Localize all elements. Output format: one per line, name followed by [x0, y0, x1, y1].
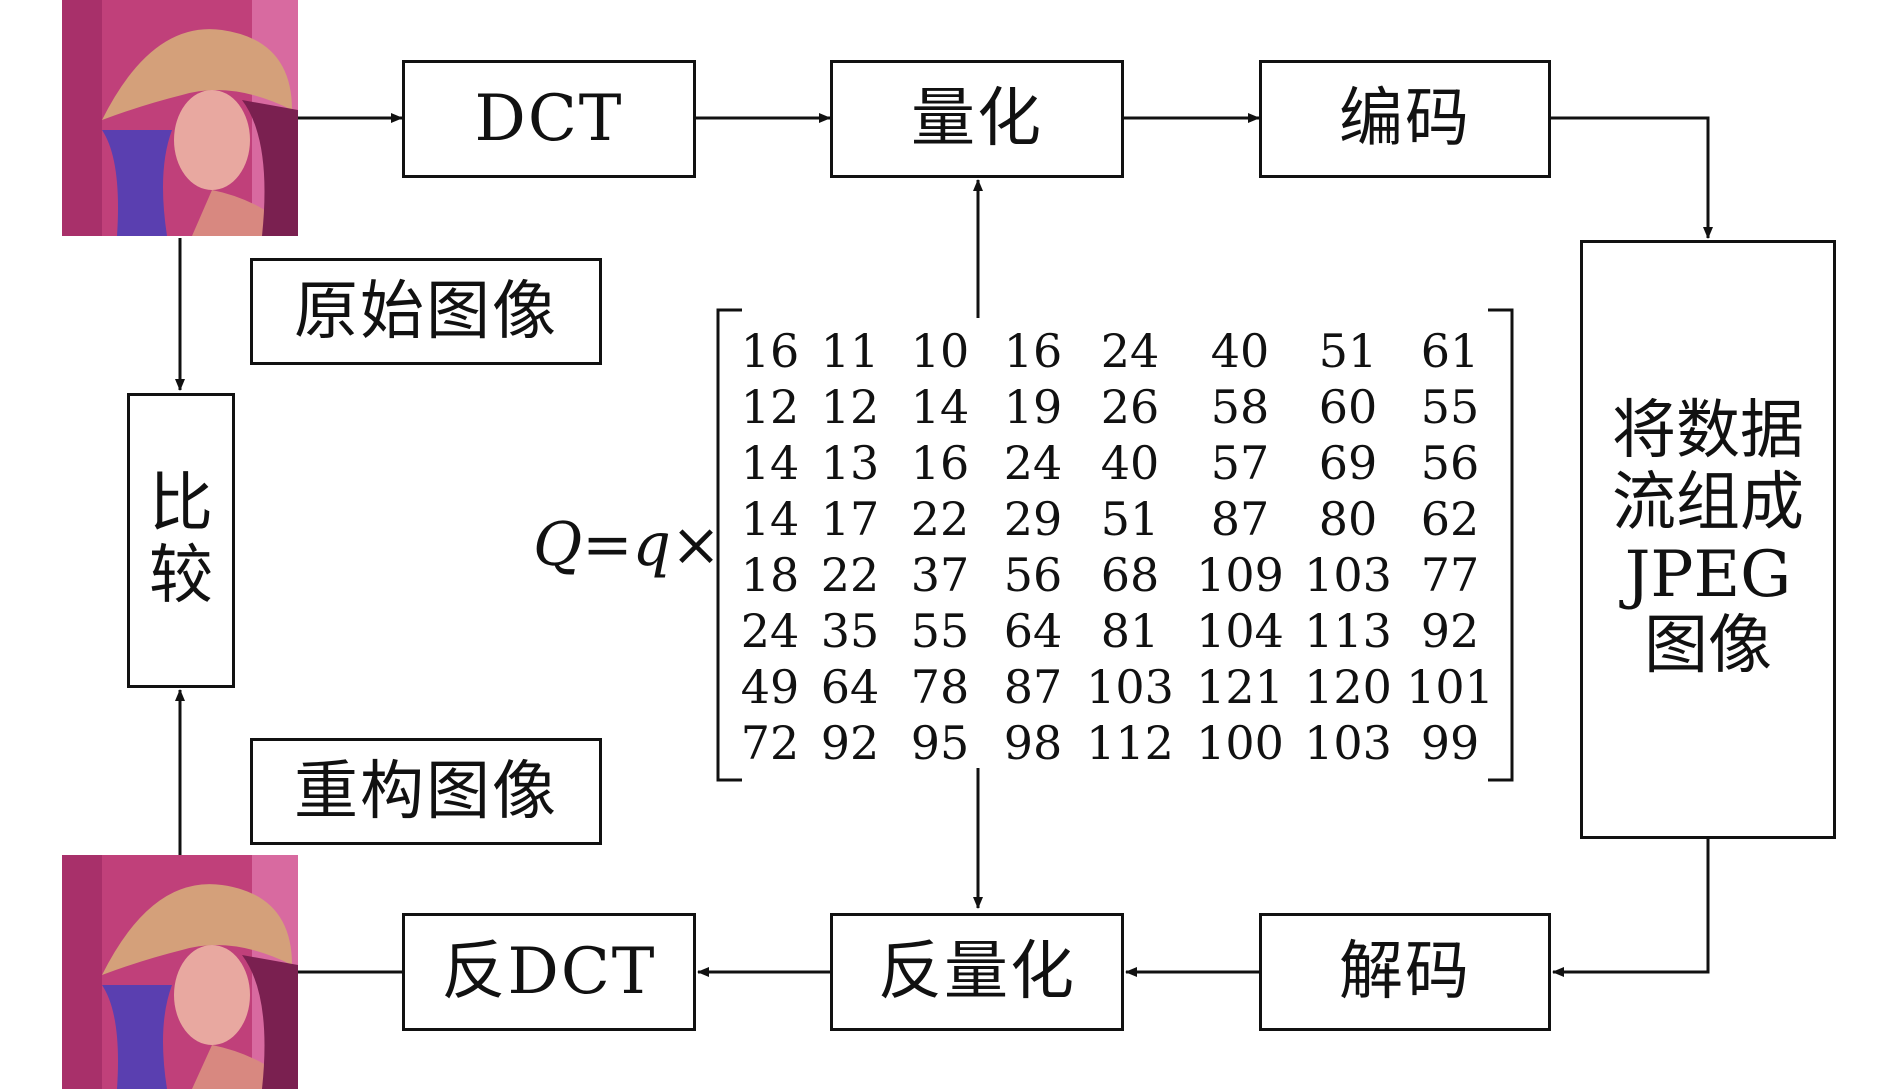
matrix-cell: 24 [1003, 436, 1063, 490]
matrix-cell: 69 [1318, 436, 1378, 490]
dequantize-label: 反量化 [878, 935, 1076, 1009]
jpeg-stream-line-3: JPEG [1624, 537, 1792, 612]
matrix-cell: 68 [1100, 548, 1160, 602]
decode-label: 解码 [1339, 935, 1471, 1009]
matrix-cell: 51 [1318, 324, 1378, 378]
matrix-cell: 61 [1420, 324, 1480, 378]
encode-block: 编码 [1259, 60, 1551, 178]
matrix-brackets [716, 308, 1514, 782]
matrix-cell: 24 [1100, 324, 1160, 378]
matrix-cell: 103 [1304, 716, 1392, 770]
reconstructed-image-label-box: 重构图像 [250, 738, 602, 845]
matrix-cell: 55 [1420, 380, 1480, 434]
matrix-cell: 37 [910, 548, 970, 602]
matrix-cell: 16 [910, 436, 970, 490]
reconstructed-image-photo [62, 855, 298, 1089]
idct-block: 反DCT [402, 913, 696, 1031]
matrix-cell: 113 [1304, 604, 1392, 658]
matrix-cell: 101 [1406, 660, 1494, 714]
matrix-cell: 87 [1003, 660, 1063, 714]
arrow-jpeg-to-decode [1552, 839, 1710, 977]
matrix-cell: 19 [1003, 380, 1063, 434]
jpeg-stream-line-2: 流组成 [1612, 465, 1804, 540]
jpeg-stream-block: 将数据 流组成 JPEG 图像 [1580, 240, 1836, 839]
matrix-cell: 16 [1003, 324, 1063, 378]
matrix-cell: 57 [1210, 436, 1270, 490]
dct-block: DCT [402, 60, 696, 178]
matrix-cell: 40 [1210, 324, 1270, 378]
matrix-cell: 100 [1196, 716, 1284, 770]
arrow-encode-to-jpeg [1551, 116, 1713, 239]
matrix-cell: 120 [1304, 660, 1392, 714]
dct-label: DCT [474, 82, 624, 156]
matrix-cell: 12 [820, 380, 880, 434]
original-image-label: 原始图像 [294, 274, 558, 349]
matrix-cell: 35 [820, 604, 880, 658]
quantize-block: 量化 [830, 60, 1124, 178]
matrix-cell: 109 [1196, 548, 1284, 602]
matrix-cell: 78 [910, 660, 970, 714]
compare-block: 比 较 [127, 393, 235, 688]
matrix-cell: 18 [740, 548, 800, 602]
compare-line-1: 比 [149, 466, 213, 541]
matrix-cell: 22 [910, 492, 970, 546]
matrix-cell: 14 [740, 492, 800, 546]
matrix-cell: 98 [1003, 716, 1063, 770]
encode-label: 编码 [1339, 82, 1471, 156]
matrix-cell: 104 [1196, 604, 1284, 658]
jpeg-stream-line-1: 将数据 [1612, 394, 1804, 469]
matrix-cell: 92 [820, 716, 880, 770]
matrix-cell: 103 [1304, 548, 1392, 602]
matrix-cell: 56 [1003, 548, 1063, 602]
matrix-cell: 64 [820, 660, 880, 714]
reconstructed-image-label: 重构图像 [294, 754, 558, 829]
compare-label: 比 较 [149, 466, 213, 613]
dequantize-block: 反量化 [830, 913, 1124, 1031]
matrix-cell: 87 [1210, 492, 1270, 546]
matrix-cell: 92 [1420, 604, 1480, 658]
matrix-cell: 62 [1420, 492, 1480, 546]
original-image-photo [62, 0, 298, 236]
matrix-cell: 55 [910, 604, 970, 658]
matrix-cell: 121 [1196, 660, 1284, 714]
matrix-cell: 13 [820, 436, 880, 490]
matrix-cell: 56 [1420, 436, 1480, 490]
matrix-cell: 22 [820, 548, 880, 602]
matrix-cell: 95 [910, 716, 970, 770]
jpeg-stream-line-4: 图像 [1644, 609, 1772, 684]
compare-line-2: 较 [149, 538, 213, 613]
matrix-cell: 14 [740, 436, 800, 490]
matrix-cell: 103 [1086, 660, 1174, 714]
matrix-cell: 81 [1100, 604, 1160, 658]
quant-formula: Q=q× [533, 510, 722, 580]
matrix-cell: 10 [910, 324, 970, 378]
matrix-cell: 11 [820, 324, 880, 378]
jpeg-stream-label: 将数据 流组成 JPEG 图像 [1612, 394, 1804, 684]
matrix-cell: 16 [740, 324, 800, 378]
matrix-cell: 112 [1086, 716, 1174, 770]
matrix-cell: 72 [740, 716, 800, 770]
matrix-cell: 24 [740, 604, 800, 658]
idct-label: 反DCT [441, 935, 657, 1009]
matrix-cell: 60 [1318, 380, 1378, 434]
matrix-cell: 12 [740, 380, 800, 434]
matrix-cell: 29 [1003, 492, 1063, 546]
matrix-cell: 26 [1100, 380, 1160, 434]
matrix-cell: 58 [1210, 380, 1270, 434]
original-image-label-box: 原始图像 [250, 258, 602, 365]
matrix-cell: 17 [820, 492, 880, 546]
matrix-cell: 64 [1003, 604, 1063, 658]
matrix-cell: 99 [1420, 716, 1480, 770]
matrix-cell: 40 [1100, 436, 1160, 490]
matrix-cell: 80 [1318, 492, 1378, 546]
matrix-cell: 77 [1420, 548, 1480, 602]
matrix-cell: 14 [910, 380, 970, 434]
matrix-cell: 51 [1100, 492, 1160, 546]
decode-block: 解码 [1259, 913, 1551, 1031]
matrix-cell: 49 [740, 660, 800, 714]
quantize-label: 量化 [911, 82, 1043, 156]
